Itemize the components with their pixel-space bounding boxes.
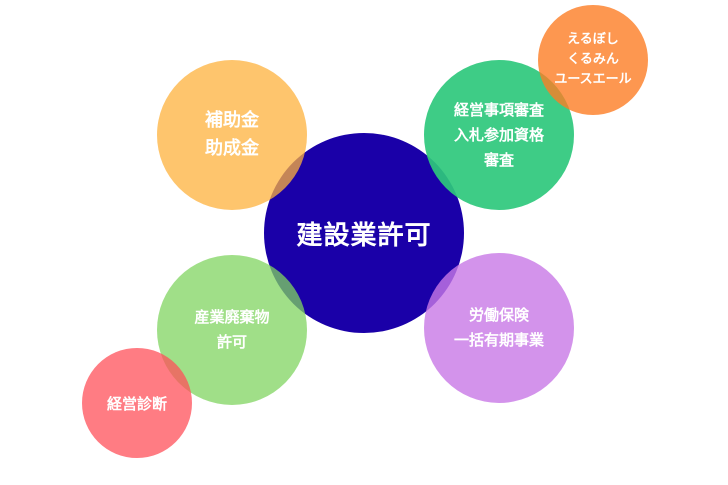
node-keishin: 経営事項審査 入札参加資格 審査 <box>424 60 574 210</box>
node-subsidy-line-2: 助成金 <box>205 138 259 159</box>
node-labor-insurance: 労働保険 一括有期事業 <box>424 253 574 403</box>
node-certifications-line-2: くるみん <box>567 52 619 67</box>
node-management-diagnosis-label: 経営診断 <box>107 393 167 414</box>
node-subsidy: 補助金 助成金 <box>157 60 307 210</box>
node-subsidy-line-1: 補助金 <box>205 110 259 131</box>
node-industrial-waste-line-1: 産業廃棄物 <box>194 308 270 326</box>
node-keishin-line-3: 審査 <box>483 150 514 169</box>
node-keishin-line-2: 入札参加資格 <box>453 125 544 144</box>
node-certifications-label: えるぼし くるみん ユースエール <box>554 30 631 90</box>
node-certifications-line-3: ユースエール <box>554 72 632 87</box>
node-subsidy-label: 補助金 助成金 <box>205 107 259 163</box>
node-labor-insurance-line-1: 労働保険 <box>468 306 529 324</box>
node-management-diagnosis-line-1: 経営診断 <box>106 394 167 413</box>
node-industrial-waste-label: 産業廃棄物 許可 <box>194 305 269 355</box>
node-labor-insurance-label: 労働保険 一括有期事業 <box>454 303 544 353</box>
node-keishin-line-1: 経営事項審査 <box>453 100 544 119</box>
node-management-diagnosis: 経営診断 <box>82 348 192 458</box>
node-keishin-label: 経営事項審査 入札参加資格 審査 <box>454 98 544 173</box>
center-label-text: 建設業許可 <box>296 220 432 251</box>
node-industrial-waste-line-2: 許可 <box>216 333 247 351</box>
node-certifications: えるぼし くるみん ユースエール <box>538 5 648 115</box>
node-certifications-line-1: えるぼし <box>567 32 619 47</box>
center-label: 建設業許可 <box>296 215 431 252</box>
node-labor-insurance-line-2: 一括有期事業 <box>453 331 544 349</box>
